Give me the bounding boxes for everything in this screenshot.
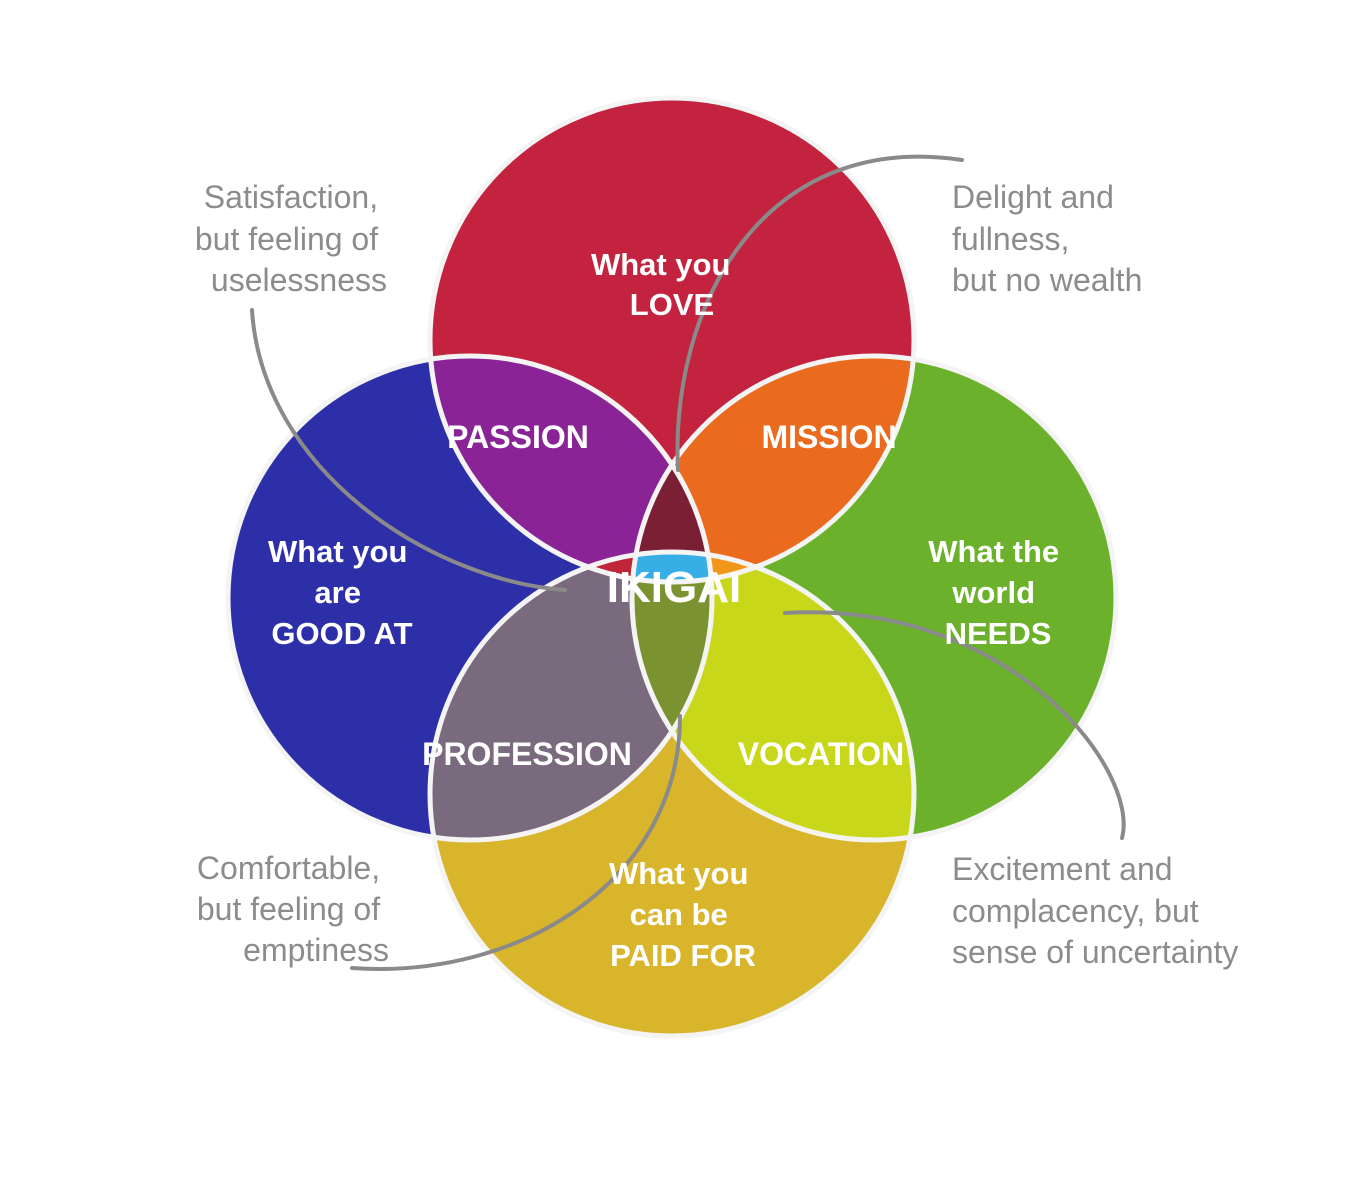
label-paid-line-1: What you [609, 856, 749, 891]
connector-bottom-right [783, 610, 1126, 840]
note-top-right-line-1: Delight and [952, 179, 1114, 215]
ring-world-needs [629, 353, 1119, 843]
label-good-at-line-3: GOOD AT [271, 616, 412, 651]
circle-outlines [225, 95, 1119, 1039]
ring-good-at [225, 353, 715, 843]
note-top-right: Delight and fullness, but no wealth [952, 179, 1142, 298]
label-what-the-world-needs: What the world NEEDS [928, 534, 1068, 651]
label-needs-line-1: What the [928, 534, 1059, 569]
label-what-you-love: What you LOVE [591, 247, 739, 322]
label-paid-line-3: PAID FOR [610, 938, 756, 973]
note-bottom-right: Excitement and complacency, but sense of… [952, 851, 1238, 970]
label-love-line-1: What you [591, 247, 731, 282]
note-bottom-right-line-2: complacency, but [952, 893, 1199, 929]
connector-top-left [250, 308, 567, 592]
note-bottom-left: Comfortable, but feeling of emptiness [197, 850, 389, 968]
label-what-you-can-be-paid-for: What you can be PAID FOR [609, 856, 757, 973]
label-vocation: VOCATION [738, 736, 905, 772]
label-good-at-line-2: are [314, 575, 361, 610]
note-bottom-left-line-2: but feeling of [197, 891, 380, 927]
ring-love [427, 95, 917, 585]
note-top-left-line-2: but feeling of [195, 221, 378, 257]
note-bottom-right-line-3: sense of uncertainty [952, 934, 1238, 970]
label-love-line-2: LOVE [630, 287, 714, 322]
note-bottom-left-line-1: Comfortable, [197, 850, 380, 886]
label-ikigai: IKIGAI [607, 563, 741, 612]
label-passion: PASSION [447, 419, 589, 455]
label-needs-line-2: world [951, 575, 1035, 610]
note-top-left-line-1: Satisfaction, [204, 179, 378, 215]
region-mission [632, 356, 914, 582]
label-mission: MISSION [761, 419, 896, 455]
label-good-at-line-1: What you [268, 534, 408, 569]
region-passion [430, 356, 712, 582]
connector-top-right [675, 154, 964, 472]
note-top-right-line-2: fullness, [952, 221, 1069, 257]
overlap-passion-group [430, 356, 712, 582]
note-bottom-right-line-1: Excitement and [952, 851, 1173, 887]
label-profession: PROFESSION [422, 736, 632, 772]
label-paid-line-2: can be [630, 897, 728, 932]
note-top-right-line-3: but no wealth [952, 262, 1142, 298]
ring-paid-for [427, 549, 917, 1039]
connector-lines [250, 154, 1126, 971]
overlap-mission-group [632, 356, 914, 582]
note-top-left-line-3: uselessness [211, 262, 387, 298]
note-bottom-left-line-3: emptiness [243, 932, 389, 968]
connector-bottom-left [350, 714, 682, 971]
label-needs-line-3: NEEDS [945, 616, 1052, 651]
label-what-you-are-good-at: What you are GOOD AT [268, 534, 416, 651]
note-top-left: Satisfaction, but feeling of uselessness [195, 179, 387, 298]
